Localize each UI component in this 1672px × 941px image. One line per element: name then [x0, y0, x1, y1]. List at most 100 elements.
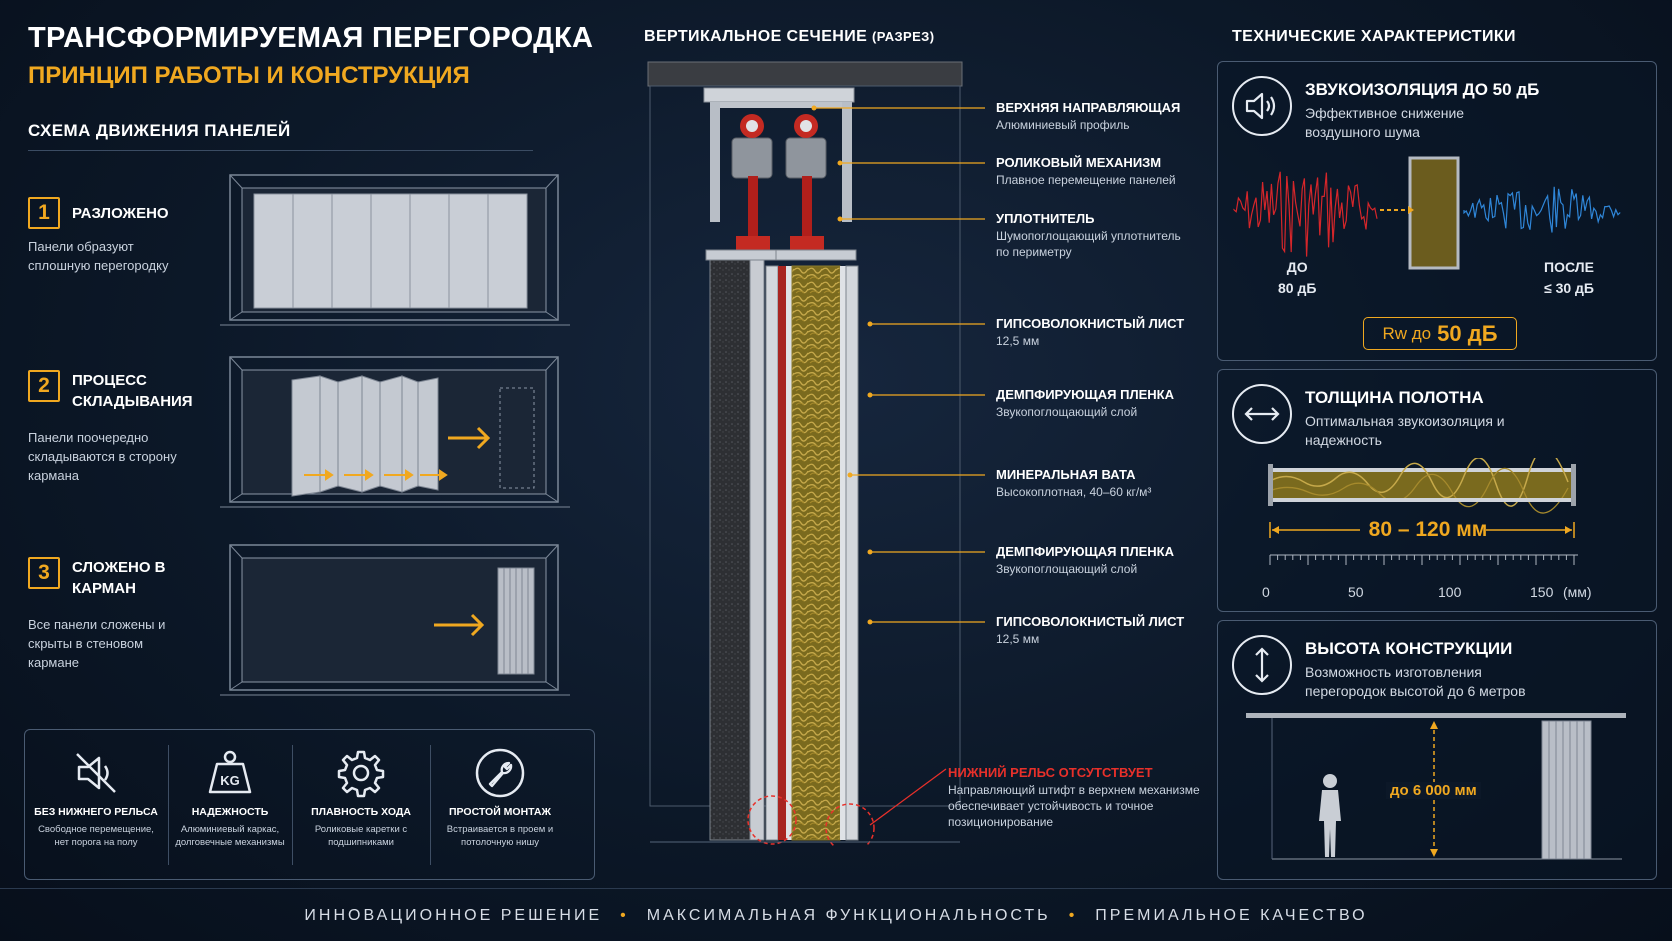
feature-desc: Свободное перемещение, нет порога на пол… [38, 824, 154, 848]
step-3-title: СЛОЖЕНО В КАРМАН [72, 559, 166, 597]
weight-kg-icon: KG [208, 750, 252, 794]
label-title: ДЕМПФИРУЮЩАЯ ПЛЕНКА [996, 544, 1174, 559]
footer: ИННОВАЦИОННОЕ РЕШЕНИЕ • МАКСИМАЛЬНАЯ ФУН… [0, 890, 1672, 941]
thickness-dimension-line [1269, 522, 1575, 538]
footer-bullet: • [1068, 906, 1078, 924]
label-sub: Плавное перемещение панелей [996, 173, 1176, 187]
feature-title: БЕЗ НИЖНЕГО РЕЛЬСА [34, 806, 158, 818]
thickness-card: ТОЛЩИНА ПОЛОТНА Оптимальная звукоизоляци… [1217, 369, 1657, 612]
wrench-icon [475, 748, 525, 798]
label-title: ГИПСОВОЛОКНИСТЫЙ ЛИСТ [996, 316, 1185, 331]
sound-wave [1233, 171, 1378, 257]
label-gypsum-sheet: ГИПСОВОЛОКНИСТЫЙ ЛИСТ 12,5 мм [996, 614, 1226, 647]
height-value: до 6 000 мм [1386, 782, 1481, 799]
sound-wave-illustration [1233, 156, 1621, 270]
label-sub: Высокоплотная, 40–60 кг/м³ [996, 485, 1152, 499]
step-1: 1 РАЗЛОЖЕНО [28, 197, 222, 229]
person-silhouette-icon [1319, 774, 1341, 857]
step-3: 3 СЛОЖЕНО В КАРМАН [28, 557, 182, 599]
feature-no-rail: БЕЗ НИЖНЕГО РЕЛЬСА Свободное перемещение… [26, 730, 166, 880]
step-2-title: ПРОЦЕСС СКЛАДЫВАНИЯ [72, 372, 193, 410]
warning-no-bottom-rail: НИЖНИЙ РЕЛЬС ОТСУТСТВУЕТ Направляющий шт… [948, 765, 1203, 830]
section-leader-lines [811, 105, 985, 625]
ruler-tick-0: 0 [1262, 584, 1270, 600]
feature-desc: Алюминиевый каркас, долговечные механизм… [175, 824, 285, 848]
label-title: ВЕРХНЯЯ НАПРАВЛЯЮЩАЯ [996, 100, 1181, 115]
sound-before-label: ДО [1286, 259, 1308, 275]
footer-item: ИННОВАЦИОННОЕ РЕШЕНИЕ [304, 906, 603, 924]
rw-rating-prefix: Rw до [1382, 323, 1432, 343]
scheme-unfolded-illustration [220, 174, 570, 326]
features-divider [292, 745, 293, 865]
feature-title: НАДЕЖНОСТЬ [191, 806, 269, 818]
section-title-text: ВЕРТИКАЛЬНОЕ СЕЧЕНИЕ [644, 28, 868, 45]
ruler-tick-100: 100 [1438, 584, 1462, 600]
vertical-arrows-icon [1232, 635, 1292, 695]
label-sub: 12,5 мм [996, 334, 1040, 348]
warning-title: НИЖНИЙ РЕЛЬС ОТСУТСТВУЕТ [948, 765, 1153, 780]
label-damping-film: ДЕМПФИРУЮЩАЯ ПЛЕНКА Звукопоглощающий сло… [996, 387, 1226, 420]
label-roller-mechanism: РОЛИКОВЫЙ МЕХАНИЗМ Плавное перемещение п… [996, 155, 1226, 188]
warning-leader-line [869, 768, 947, 826]
label-seal: УПЛОТНИТЕЛЬ Шумопоглощающий уплотнитель … [996, 211, 1196, 260]
footer-item: МАКСИМАЛЬНАЯ ФУНКЦИОНАЛЬНОСТЬ [646, 906, 1051, 924]
specs-title: ТЕХНИЧЕСКИЕ ХАРАКТЕРИСТИКИ [1232, 28, 1516, 45]
height-card: ВЫСОТА КОНСТРУКЦИИ Возможность изготовле… [1217, 620, 1657, 880]
thickness-desc: Оптимальная звукоизоляция и надежность [1305, 413, 1505, 448]
feature-desc: Роликовые каретки с подшипниками [314, 824, 408, 848]
step-1-title: РАЗЛОЖЕНО [72, 204, 169, 222]
footer-item: ПРЕМИАЛЬНОЕ КАЧЕСТВО [1095, 906, 1368, 924]
no-sound-icon [76, 753, 116, 793]
sound-wave [1463, 186, 1621, 233]
feature-title: ПРОСТОЙ МОНТАЖ [448, 806, 551, 818]
ruler-tick-150: 150 [1530, 584, 1554, 600]
ruler-tick-50: 50 [1348, 584, 1364, 600]
label-title: ДЕМПФИРУЮЩАЯ ПЛЕНКА [996, 387, 1174, 402]
horizontal-arrows-icon [1232, 384, 1292, 444]
gear-icon [337, 750, 385, 798]
footer-divider [0, 888, 1672, 889]
page-title: ТРАНСФОРМИРУЕМАЯ ПЕРЕГОРОДКА [28, 22, 594, 54]
label-top-rail: ВЕРХНЯЯ НАПРАВЛЯЮЩАЯ Алюминиевый профиль [996, 100, 1226, 133]
feature-title: ПЛАВНОСТЬ ХОДА [311, 806, 411, 818]
scheme-folded-illustration [220, 544, 570, 696]
label-title: УПЛОТНИТЕЛЬ [996, 211, 1095, 226]
features-panel [24, 729, 595, 880]
feature-smoothness: ПЛАВНОСТЬ ХОДА Роликовые каретки с подши… [292, 730, 430, 880]
sound-before: ДО 80 дБ [1278, 257, 1316, 299]
label-sub: Звукопоглощающий слой [996, 562, 1138, 576]
thickness-panel-illustration [1268, 458, 1576, 514]
label-title: РОЛИКОВЫЙ МЕХАНИЗМ [996, 155, 1162, 170]
sound-after-value: ≤ 30 дБ [1544, 280, 1594, 296]
step-2-number: 2 [28, 370, 60, 402]
rw-rating-value: 50 дБ [1437, 320, 1498, 346]
feature-installation: ПРОСТОЙ МОНТАЖ Встраивается в проем и по… [430, 730, 570, 880]
step-1-number: 1 [28, 197, 60, 229]
step-3-desc: Все панели сложены и скрыты в стеновом к… [28, 617, 166, 670]
label-sub: 12,5 мм [996, 632, 1040, 646]
section-title: ВЕРТИКАЛЬНОЕ СЕЧЕНИЕ (РАЗРЕЗ) [644, 28, 934, 46]
thickness-range: 80 – 120 мм [1368, 518, 1488, 541]
thickness-title: ТОЛЩИНА ПОЛОТНА [1305, 388, 1484, 407]
features-divider [430, 745, 431, 865]
height-title: ВЫСОТА КОНСТРУКЦИИ [1305, 639, 1513, 658]
sound-title: ЗВУКОИЗОЛЯЦИЯ ДО 50 дБ [1305, 80, 1540, 99]
sound-before-value: 80 дБ [1278, 280, 1317, 296]
features-divider [168, 745, 169, 865]
feature-reliability: KG НАДЕЖНОСТЬ Алюминиевый каркас, долгов… [168, 730, 292, 880]
label-mineral-wool: МИНЕРАЛЬНАЯ ВАТА Высокоплотная, 40–60 кг… [996, 467, 1226, 500]
label-sub: Шумопоглощающий уплотнитель по периметру [996, 229, 1181, 259]
label-title: МИНЕРАЛЬНАЯ ВАТА [996, 467, 1136, 482]
scheme-divider [28, 150, 533, 151]
scheme-title: СХЕМА ДВИЖЕНИЯ ПАНЕЛЕЙ [28, 121, 291, 140]
weight-kg-label: KG [220, 773, 240, 788]
step-1-desc: Панели образуют сплошную перегородку [28, 239, 169, 273]
height-illustration [1246, 713, 1626, 860]
label-title: ГИПСОВОЛОКНИСТЫЙ ЛИСТ [996, 614, 1185, 629]
step-3-number: 3 [28, 557, 60, 589]
rw-rating-badge: Rw до 50 дБ [1363, 317, 1517, 350]
section-title-suffix: (РАЗРЕЗ) [872, 29, 935, 44]
warning-desc: Направляющий штифт в верхнем механизме о… [948, 783, 1200, 829]
feature-desc: Встраивается в проем и потолочную нишу [446, 824, 554, 848]
ruler-unit: (мм) [1563, 584, 1592, 600]
